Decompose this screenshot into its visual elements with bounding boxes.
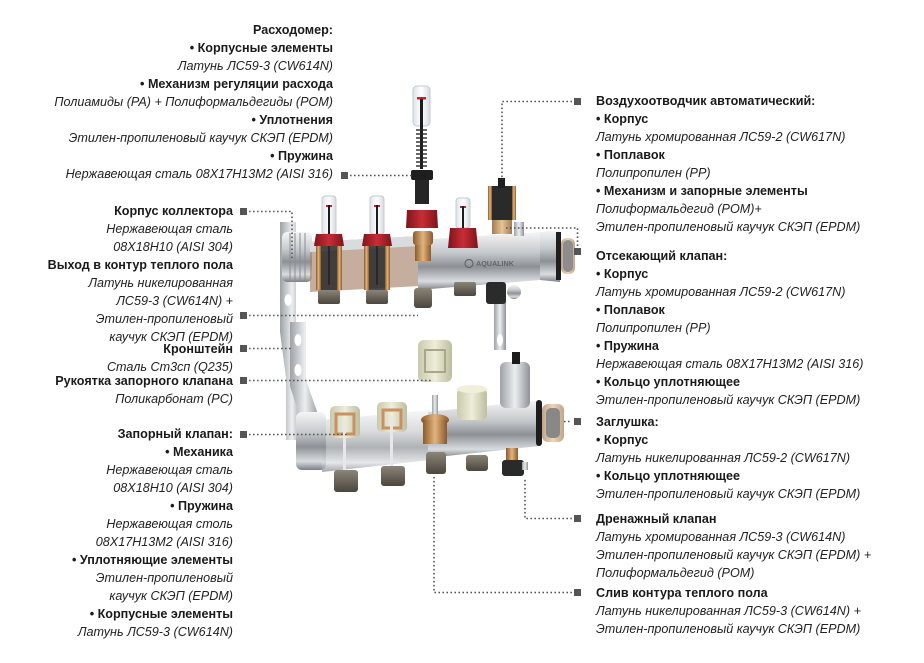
item-material: Латунь ЛС59-3 (CW614N)	[177, 59, 333, 73]
item-material: каучук СКЭП (EPDM)	[109, 589, 233, 603]
callout-title: Дренажный клапан	[596, 512, 717, 526]
item-material: Этилен-пропиленовый	[95, 571, 233, 585]
lower-air-vent	[500, 352, 530, 408]
item-material: Латунь хромированная ЛС59-3 (CW614N)	[596, 530, 846, 544]
callout-floor-outlet: Выход в контур теплого пола Латунь никел…	[10, 256, 233, 346]
callout-bracket: Кронштейн Сталь Ст3сп (Q235)	[10, 340, 233, 376]
item-material: Нержавеющая сталь 08Х17Н13М2 (AISI 316)	[596, 357, 864, 371]
item-material: Этилен-пропиленовый каучук СКЭП (EPDM)	[596, 622, 861, 636]
callout-plug: Заглушка: • Корпус Латунь никелированная…	[596, 413, 916, 503]
callout-title: Выход в контур теплого пола	[47, 258, 233, 272]
callout-collector-body: Корпус коллектора Нержавеющая сталь 08Х1…	[10, 202, 233, 256]
flowmeter-2	[362, 195, 392, 304]
callout-title: Кронштейн	[163, 342, 233, 356]
valve-handle-1	[330, 406, 360, 492]
callout-shutoff-valve: Запорный клапан: • Механика Нержавеющая …	[10, 425, 233, 641]
item-label: • Механика	[165, 445, 233, 459]
item-material: Этилен-пропиленовый	[95, 312, 233, 326]
item-material: Латунь хромированная ЛС59-2 (CW617N)	[596, 130, 846, 144]
bracket-left	[280, 222, 320, 460]
item-label: • Уплотняющие элементы	[72, 553, 233, 567]
callout-title: Запорный клапан:	[117, 427, 233, 441]
callout-air-vent: Воздухоотводчик автоматический: • Корпус…	[596, 92, 916, 236]
callout-valve-handle: Рукоятка запорного клапана Поликарбонат …	[10, 372, 233, 408]
item-label: • Механизм и запорные элементы	[596, 184, 808, 198]
item-material: Латунь никелированная ЛС59-2 (CW617N)	[596, 451, 851, 465]
callout-drain-valve: Дренажный клапан Латунь хромированная ЛС…	[596, 510, 916, 582]
item-material: Латунь хромированная ЛС59-2 (CW617N)	[596, 285, 846, 299]
valve-handle-2	[377, 402, 407, 486]
item-material: 08Х17Н13М2 (AISI 316)	[95, 535, 233, 549]
flowmeter-1	[314, 195, 344, 304]
item-label: • Кольцо уплотняющее	[596, 469, 740, 483]
item-material: ЛС59-3 (CW614N) +	[116, 294, 233, 308]
item-label: • Корпус	[596, 112, 649, 126]
callout-cutoff-valve: Отсекающий клапан: • Корпус Латунь хроми…	[596, 247, 916, 409]
item-label: • Корпус	[596, 433, 649, 447]
item-material: Полиамиды (PA) + Полиформальдегиды (POM)	[54, 95, 333, 109]
item-material: Поликарбонат (PC)	[115, 392, 233, 406]
outlet-nozzle	[454, 282, 476, 296]
flowmeter-exploded	[406, 85, 438, 308]
lower-manifold	[296, 400, 564, 472]
item-label: • Поплавок	[596, 303, 665, 317]
item-material: Сталь Ст3сп (Q235)	[106, 360, 233, 374]
item-label: • Механизм регуляции расхода	[140, 77, 333, 91]
item-label: • Корпус	[596, 267, 649, 281]
callout-title: Воздухоотводчик автоматический:	[596, 94, 816, 108]
callout-title: Корпус коллектора	[114, 204, 233, 218]
item-label: • Пружина	[596, 339, 659, 353]
item-material: Нержавеющая сталь	[106, 222, 233, 236]
item-material: Латунь никелированная ЛС59-3 (CW614N) +	[596, 604, 861, 618]
item-material: Этилен-пропиленовый каучук СКЭП (EPDM)	[596, 393, 861, 407]
bracket-right	[494, 290, 506, 350]
item-label: • Уплотнения	[251, 113, 333, 127]
item-material: каучук СКЭП (EPDM)	[109, 330, 233, 344]
item-material: Этилен-пропиленовый каучук СКЭП (EPDM) +	[596, 548, 872, 562]
upper-manifold: AQUALINK	[282, 230, 575, 292]
item-material: 08Х18Н10 (AISI 304)	[113, 240, 233, 254]
item-material: Полипропилен (PP)	[596, 321, 711, 335]
callout-title: Расходомер:	[252, 23, 333, 37]
brand-logo-text: AQUALINK	[476, 259, 515, 268]
upper-drain-valve	[486, 282, 521, 304]
item-material: Этилен-пропиленовый каучук СКЭП (EPDM)	[596, 487, 861, 501]
item-material: Этилен-пропиленовый каучук СКЭП (EPDM)	[596, 220, 861, 234]
item-material: Нержавеющая столь	[106, 517, 233, 531]
callout-title: Слив контура теплого пола	[596, 586, 768, 600]
item-label: • Кольцо уплотняющее	[596, 375, 740, 389]
callout-title: Рукоятка запорного клапана	[55, 374, 233, 388]
callout-title: Отсекающий клапан:	[596, 249, 728, 263]
valve-handle-exploded	[418, 340, 452, 474]
item-material: Полипропилен (PP)	[596, 166, 711, 180]
callout-flowmeter: Расходомер: • Корпусные элементы Латунь …	[10, 21, 333, 183]
valve-cap	[457, 385, 488, 471]
item-label: • Пружина	[270, 149, 333, 163]
item-material: Латунь никелированная	[88, 276, 233, 290]
item-material: Полиформальдегид (POM)+	[596, 202, 762, 216]
callout-title: Заглушка:	[596, 415, 659, 429]
item-label: • Корпусные элементы	[189, 41, 333, 55]
item-label: • Поплавок	[596, 148, 665, 162]
item-material: 08Х18Н10 (AISI 304)	[113, 481, 233, 495]
flowmeter-3	[448, 197, 478, 248]
item-material: Полиформальдегид (POM)	[596, 566, 755, 580]
item-material: Латунь ЛС59-3 (CW614N)	[77, 625, 233, 639]
item-material: Этилен-пропиленовый каучук СКЭП (EPDM)	[68, 131, 333, 145]
item-label: • Пружина	[170, 499, 233, 513]
air-vent	[488, 178, 524, 236]
item-label: • Корпусные элементы	[89, 607, 233, 621]
item-material: Нержавеющая сталь 08Х17Н13М2 (AISI 316)	[65, 167, 333, 181]
lower-drain-valve	[502, 448, 528, 476]
callout-floor-drain: Слив контура теплого пола Латунь никелир…	[596, 584, 916, 638]
item-material: Нержавеющая сталь	[106, 463, 233, 477]
